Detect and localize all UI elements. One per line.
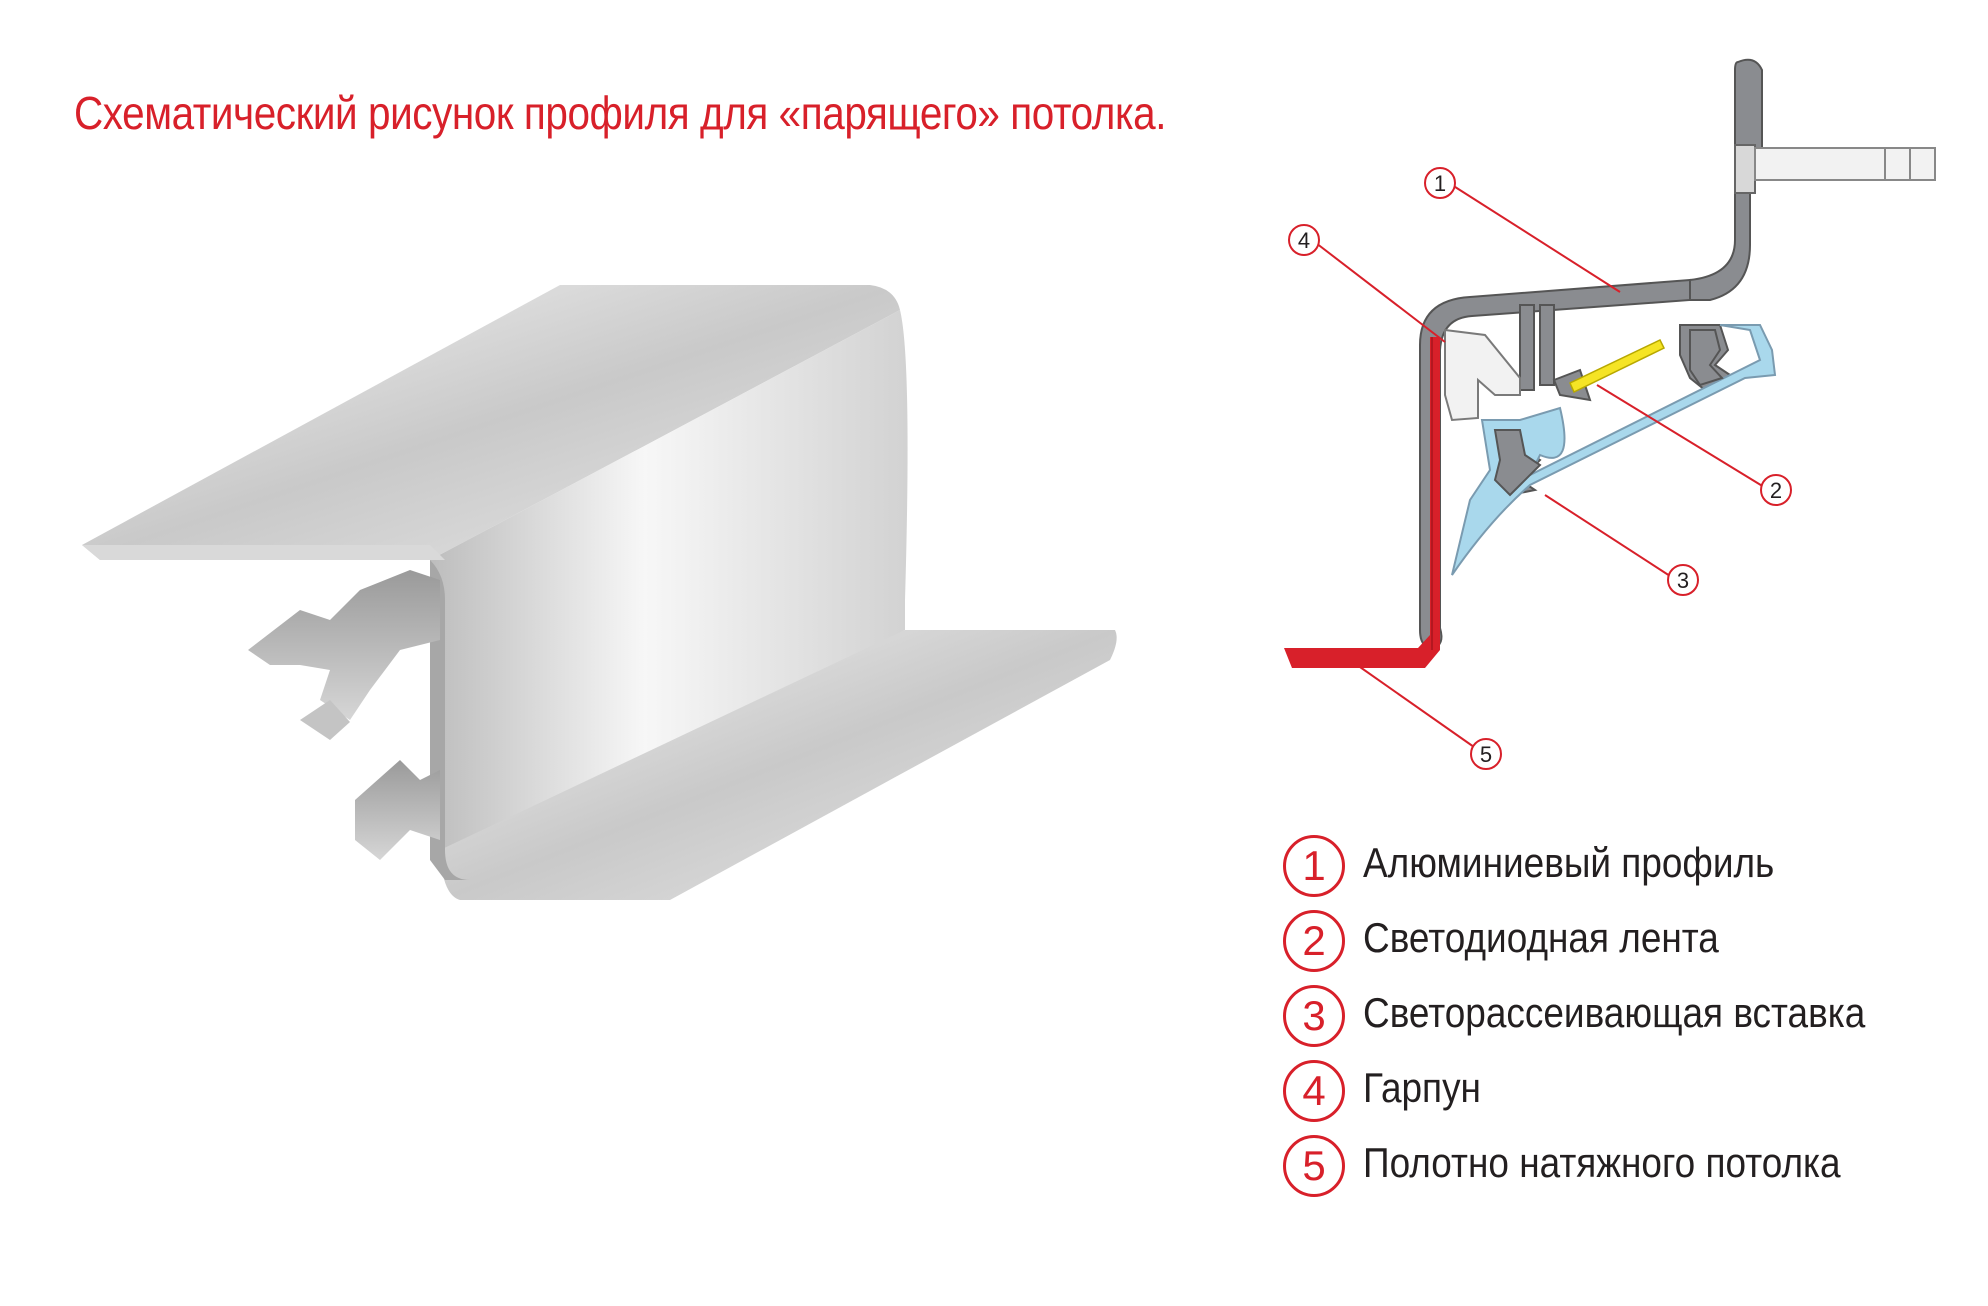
legend-number: 2 [1283, 910, 1345, 972]
legend-label: Светорассеивающая вставка [1363, 989, 1866, 1036]
legend-label: Светодиодная лента [1363, 914, 1719, 961]
callout-4: 4 [1288, 224, 1320, 256]
legend-number: 4 [1283, 1060, 1345, 1122]
callout-5-label: 5 [1480, 742, 1492, 767]
legend-label: Гарпун [1363, 1064, 1481, 1111]
profile-3d-illustration [82, 285, 1117, 900]
legend-number: 3 [1283, 985, 1345, 1047]
callout-2-label: 2 [1770, 478, 1782, 503]
callout-1: 1 [1424, 167, 1456, 199]
callout-3-label: 3 [1677, 568, 1689, 593]
legend-label: Полотно натяжного потолка [1363, 1139, 1841, 1186]
callout-3: 3 [1667, 564, 1699, 596]
page-title: Схематический рисунок профиля для «парящ… [74, 87, 1166, 139]
callout-2: 2 [1760, 474, 1792, 506]
legend-number: 5 [1283, 1135, 1345, 1197]
callout-leaders [1315, 184, 1765, 748]
profile-cross-section [1284, 58, 1936, 668]
callout-5: 5 [1470, 738, 1502, 770]
legend-label: Алюминиевый профиль [1363, 839, 1775, 886]
callout-4-label: 4 [1298, 228, 1310, 253]
legend-number: 1 [1283, 835, 1345, 897]
callout-1-label: 1 [1434, 171, 1446, 196]
